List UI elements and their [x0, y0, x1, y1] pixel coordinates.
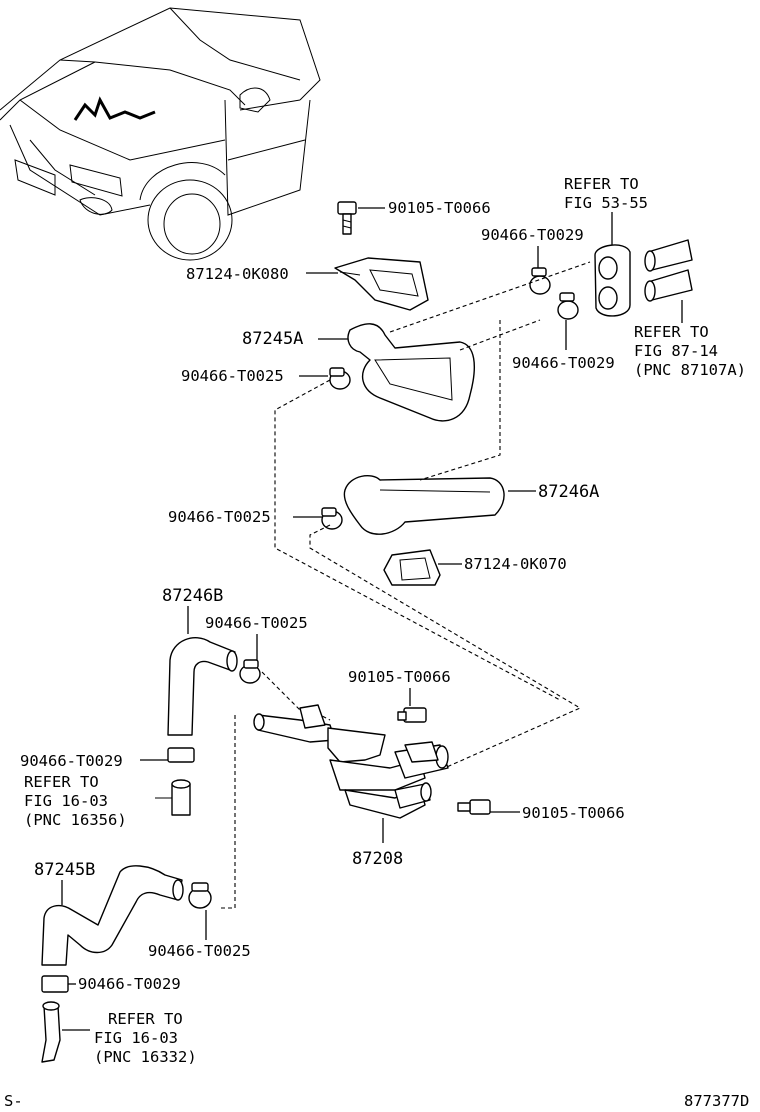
label-refer-16b-line2: FIG 16-03: [94, 1029, 178, 1047]
label-90105-mid: 90105-T0066: [348, 668, 451, 686]
label-87208: 87208: [352, 849, 403, 869]
pipe-16356: [155, 779, 191, 816]
label-90466-T0025-b: 90466-T0025: [168, 508, 271, 526]
bracket-87124-0K080: [334, 257, 429, 311]
label-refer-16b-line1: REFER TO: [108, 1010, 183, 1028]
label-90466-T0029-b: 90466-T0029: [512, 354, 615, 372]
label-90466-T0025-d: 90466-T0025: [148, 942, 251, 960]
hose-clamp-b: [557, 292, 579, 320]
hose-clamp-h: [41, 975, 69, 993]
hose-clamp-e: [239, 659, 261, 684]
hose-87246A: [343, 474, 505, 535]
bolt-90105-top: [337, 201, 357, 235]
hose-87245A: [347, 323, 475, 422]
vehicle-illustration: [0, 7, 321, 261]
label-87245B: 87245B: [34, 860, 95, 880]
hose-87246B: [167, 637, 238, 736]
label-87245A: 87245A: [242, 329, 303, 349]
hose-clamp-g: [188, 882, 212, 909]
label-90466-T0029-a: 90466-T0029: [481, 226, 584, 244]
footer-illustration-number: 877377D: [684, 1092, 749, 1110]
hose-clamp-d: [321, 507, 343, 530]
label-refer-87-line3: (PNC 87107A): [634, 361, 746, 379]
hose-clamp-f: [167, 747, 195, 763]
label-87246B: 87246B: [162, 586, 223, 606]
label-90466-T0025-a: 90466-T0025: [181, 367, 284, 385]
pipe-16332: [41, 1001, 61, 1063]
label-90105-right: 90105-T0066: [522, 804, 625, 822]
grommet-part: [594, 244, 631, 317]
hose-87245B: [41, 865, 184, 966]
pipe-ends: [644, 239, 693, 302]
water-valve-87208: [253, 704, 449, 819]
label-87246A: 87246A: [538, 482, 599, 502]
label-refer-16a-line1: REFER TO: [24, 773, 99, 791]
label-refer-16b-line3: (PNC 16332): [94, 1048, 197, 1066]
label-90466-T0029-d: 90466-T0029: [78, 975, 181, 993]
label-refer-16a-line3: (PNC 16356): [24, 811, 127, 829]
label-87124-0K080: 87124-0K080: [186, 265, 289, 283]
label-refer-16a-line2: FIG 16-03: [24, 792, 108, 810]
label-refer-53-line2: FIG 53-55: [564, 194, 648, 212]
label-90466-T0029-c: 90466-T0029: [20, 752, 123, 770]
hose-clamp-c: [329, 367, 351, 390]
footer-left-code: S-: [4, 1092, 23, 1110]
label-refer-87-line2: FIG 87-14: [634, 342, 718, 360]
label-90105-top: 90105-T0066: [388, 199, 491, 217]
label-refer-87-line1: REFER TO: [634, 323, 709, 341]
bolt-90105-right: [457, 799, 491, 815]
hose-clamp-a: [529, 267, 551, 295]
bolt-90105-mid: [397, 707, 427, 723]
label-refer-53-line1: REFER TO: [564, 175, 639, 193]
bracket-87124-0K070: [383, 549, 441, 586]
label-87124-0K070: 87124-0K070: [464, 555, 567, 573]
label-90466-T0025-c: 90466-T0025: [205, 614, 308, 632]
